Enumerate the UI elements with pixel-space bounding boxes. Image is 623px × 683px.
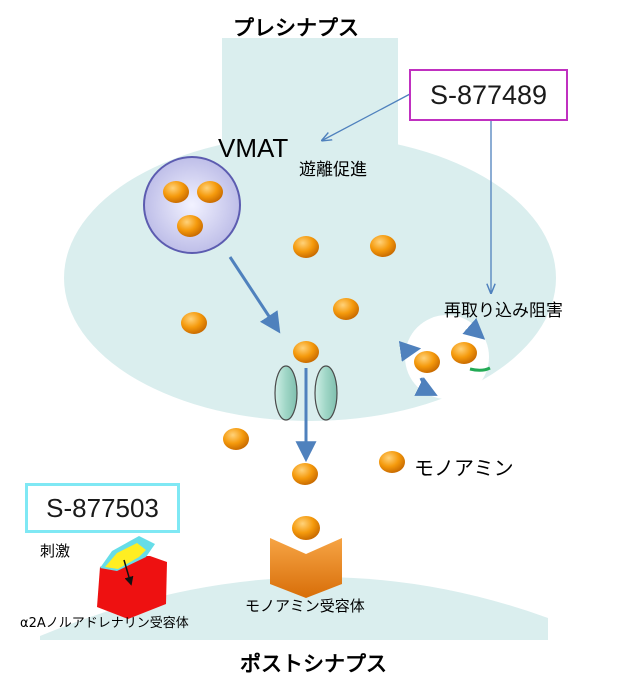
- stimulation-label: 刺激: [40, 542, 71, 560]
- monoamine-molecule: [177, 215, 203, 237]
- reuptake-transporter: [398, 318, 491, 396]
- monoamine-molecule: [292, 463, 318, 485]
- channel-subunit: [314, 365, 338, 421]
- presynapse-title: プレシナプス: [233, 16, 359, 40]
- alpha2a-receptor-label: α2Aノルアドレナリン受容体: [20, 616, 189, 631]
- monoamine-molecule: [292, 516, 320, 540]
- postsynapse-title: ポストシナプス: [240, 652, 387, 676]
- compound-s877503-label: S-877503: [46, 492, 159, 523]
- vmat-label: VMAT: [218, 133, 289, 163]
- vmat-action-arrow: [323, 93, 411, 140]
- monoamine-receptor-label: モノアミン受容体: [245, 597, 365, 615]
- monoamine-label: モノアミン: [414, 456, 514, 480]
- transporter-arc: [414, 377, 438, 396]
- monoamine-molecule: [197, 181, 223, 203]
- alpha2a-receptor: [97, 536, 167, 619]
- monoamine-molecule: [379, 451, 405, 473]
- compound-s877489-box: S-877489: [409, 69, 568, 121]
- release-promotion-label: 遊離促進: [299, 160, 367, 180]
- monoamine-molecule: [163, 181, 189, 203]
- vesicle-release-arrow: [228, 256, 281, 334]
- monoamine-molecule: [333, 298, 359, 320]
- transporter-arc-green: [462, 318, 486, 340]
- postsynaptic-membrane: [40, 577, 548, 640]
- reuptake-inhibition-label: 再取り込み阻害: [444, 301, 563, 321]
- monoamine-molecule: [414, 351, 440, 373]
- compound-s877503-box: S-877503: [25, 483, 180, 533]
- monoamine-molecule: [451, 342, 477, 364]
- alpha2a-receptor-body: [97, 556, 167, 619]
- channel-subunit: [274, 365, 298, 421]
- transporter-arc: [398, 340, 422, 362]
- monoamine-molecule: [181, 312, 207, 334]
- monoamine-molecule: [293, 341, 319, 363]
- monoamine-receptor-shape: [270, 538, 342, 598]
- monoamine-receptor: [270, 516, 342, 598]
- monoamine-molecule: [293, 236, 319, 258]
- vesicle-membrane: [143, 156, 241, 254]
- stimulation-arrow: [123, 559, 134, 586]
- vesicle: [143, 156, 241, 254]
- monoamine-molecule: [223, 428, 249, 450]
- transporter-arc-green: [469, 366, 491, 372]
- agonist-core: [105, 543, 146, 569]
- release-channel: [274, 365, 338, 421]
- monoamine-molecule: [370, 235, 396, 257]
- presynaptic-axon: [222, 38, 398, 148]
- compound-s877489-label: S-877489: [429, 79, 548, 110]
